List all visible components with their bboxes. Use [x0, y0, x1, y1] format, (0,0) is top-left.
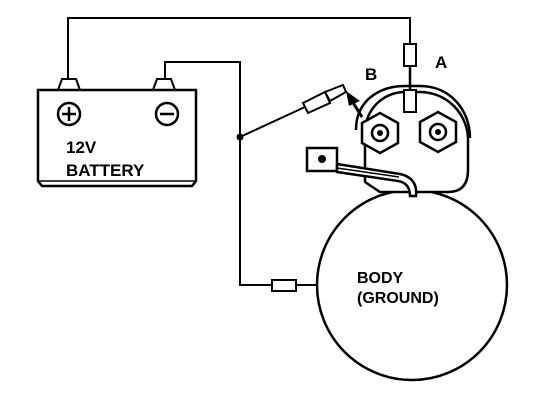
body-label: BODY — [357, 270, 404, 287]
battery-label-12v: 12V — [66, 138, 97, 157]
battery-negative-post — [151, 78, 177, 91]
battery-label-battery: BATTERY — [66, 161, 145, 180]
field-strap — [305, 146, 418, 198]
body-ground-label: (GROUND) — [357, 290, 439, 307]
arrow-icon — [346, 91, 364, 118]
terminal-a-label: A — [435, 53, 447, 72]
plus-icon — [56, 101, 82, 127]
test-lead-probe — [301, 83, 348, 115]
battery-positive-post — [56, 78, 82, 91]
test-lead-wire — [239, 106, 306, 138]
terminal-a-stud — [418, 110, 458, 154]
terminal-b-stud — [360, 111, 400, 155]
terminal-b-label: B — [365, 65, 377, 84]
wire-negative-to-ground — [164, 61, 276, 286]
starter-body — [315, 188, 509, 382]
ground-connector — [271, 279, 318, 292]
solenoid — [354, 43, 472, 194]
minus-icon — [154, 101, 180, 127]
battery: 12V BATTERY — [36, 78, 198, 188]
wire-positive-to-terminal-a — [67, 17, 411, 80]
terminal-a-connector — [403, 43, 417, 113]
